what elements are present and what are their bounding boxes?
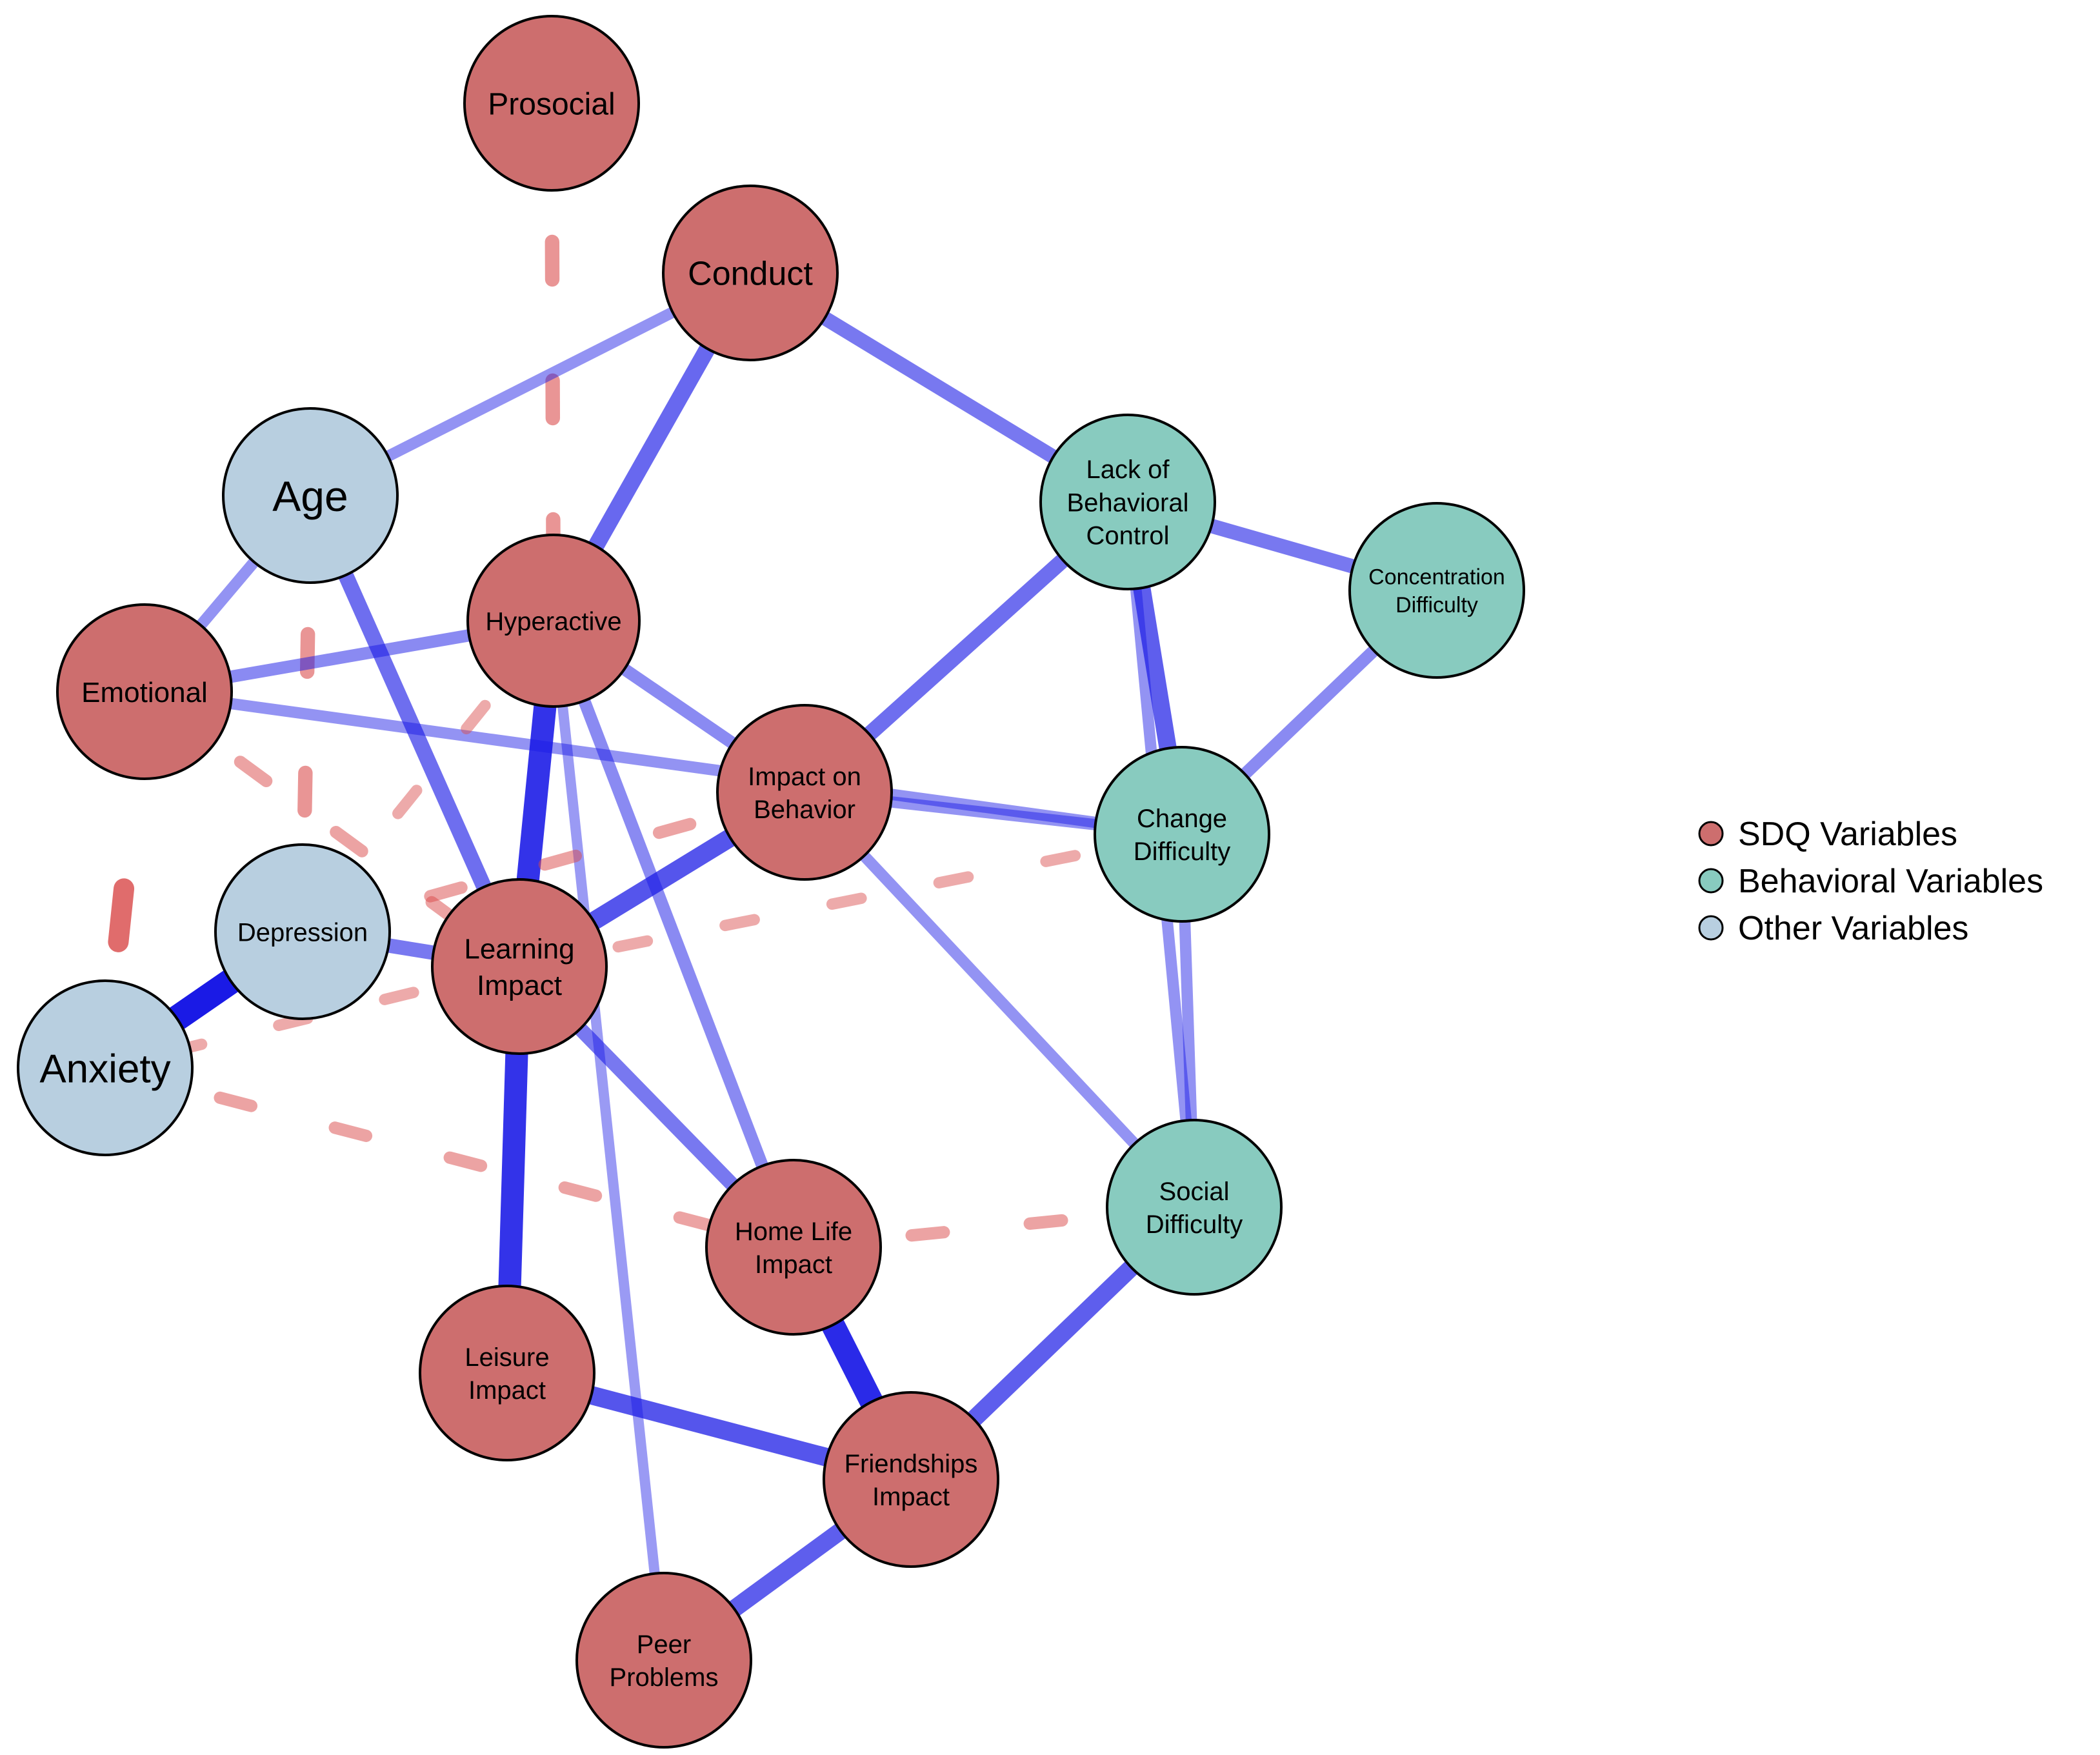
node-circle xyxy=(716,704,893,881)
node-label: Friendships xyxy=(845,1450,978,1478)
node-label: Social xyxy=(1159,1178,1230,1206)
node-label: Prosocial xyxy=(488,87,615,121)
node-age: Age xyxy=(222,407,399,584)
node-circle xyxy=(705,1159,882,1336)
node-anxiety: Anxiety xyxy=(17,979,194,1156)
edge-emotional-change-difficulty xyxy=(143,686,1183,840)
node-label: Impact xyxy=(755,1250,832,1279)
edge-anxiety-home-life-impact xyxy=(99,1061,800,1254)
node-label: Peer xyxy=(637,1630,692,1659)
node-label: Learning xyxy=(464,934,574,965)
legend-item-other: Other Variables xyxy=(1698,910,1968,947)
node-label: Control xyxy=(1086,522,1170,550)
node-label: Difficulty xyxy=(1134,837,1230,866)
node-label: Lack of xyxy=(1086,456,1170,484)
node-circle xyxy=(222,407,399,584)
edge-hyperactive-home-life-impact xyxy=(548,618,799,1250)
node-circle xyxy=(823,1391,999,1568)
node-label: Anxiety xyxy=(39,1047,170,1091)
node-circle xyxy=(431,878,608,1055)
node-label: Problems xyxy=(610,1663,719,1692)
node-emotional: Emotional xyxy=(56,603,233,780)
legend-item-sdq: SDQ Variables xyxy=(1698,816,1957,853)
node-circle xyxy=(419,1285,595,1461)
node-depression: Depression xyxy=(214,843,391,1020)
nodes-layer: ProsocialConductAgeHyperactiveEmotionalL… xyxy=(17,15,1525,1749)
legend-swatch xyxy=(1698,868,1724,894)
legend-label: SDQ Variables xyxy=(1738,816,1957,853)
node-label: Impact xyxy=(477,970,562,1001)
node-label: Leisure xyxy=(465,1343,549,1372)
node-label: Difficulty xyxy=(1395,593,1478,617)
node-label: Behavioral xyxy=(1066,488,1188,517)
node-impact-on-behavior: Impact on Behavior xyxy=(716,704,893,881)
node-label: Impact xyxy=(468,1376,546,1405)
legend-swatch xyxy=(1698,821,1724,847)
edge-hyperactive-peer-problems xyxy=(548,620,669,1661)
edge-change-difficulty-learning-impact xyxy=(514,828,1188,972)
node-label: Home Life xyxy=(735,1218,852,1246)
node-circle xyxy=(1094,746,1270,923)
node-label: Concentration xyxy=(1368,565,1505,590)
legend-label: Behavioral Variables xyxy=(1738,863,2043,900)
node-circle xyxy=(214,843,391,1020)
node-label: Hyperactive xyxy=(485,607,621,636)
edge-impact-on-behavior-social-difficulty xyxy=(800,788,1199,1212)
node-prosocial: Prosocial xyxy=(463,15,640,192)
node-circle xyxy=(56,603,233,780)
node-label: Difficulty xyxy=(1146,1210,1243,1239)
legend-label: Other Variables xyxy=(1738,910,1968,947)
node-circle xyxy=(1106,1119,1283,1296)
node-circle xyxy=(17,979,194,1156)
node-label: Depression xyxy=(237,918,368,947)
node-label: Emotional xyxy=(81,677,208,708)
node-conduct: Conduct xyxy=(662,185,839,361)
node-circle xyxy=(575,1572,752,1749)
node-label: Conduct xyxy=(688,256,813,293)
node-label: Change xyxy=(1137,805,1227,833)
node-circle xyxy=(662,185,839,361)
node-label: Impact on xyxy=(748,763,861,791)
node-label: Impact xyxy=(872,1483,950,1511)
node-circle xyxy=(1348,502,1525,679)
node-hyperactive: Hyperactive xyxy=(466,534,641,708)
node-circle xyxy=(466,534,641,708)
node-label: Age xyxy=(272,472,348,520)
legend-swatch xyxy=(1698,915,1724,941)
node-label: Behavior xyxy=(754,796,855,824)
node-circle xyxy=(1039,414,1216,590)
edge-impact-on-behavior-depression xyxy=(296,786,811,938)
legend-item-behavioral: Behavioral Variables xyxy=(1698,863,2043,900)
node-circle xyxy=(463,15,640,192)
